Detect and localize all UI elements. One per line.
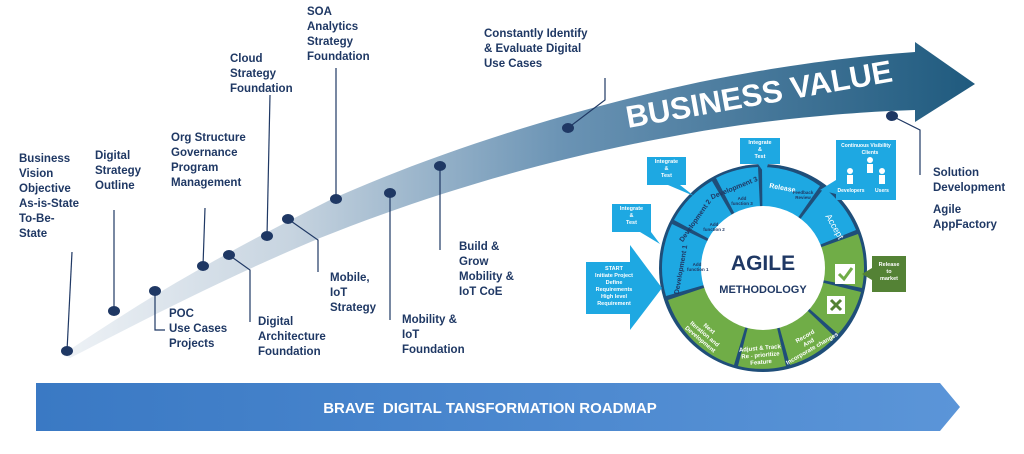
check-icon — [835, 264, 855, 284]
milestone-dot — [434, 161, 446, 171]
visibility-developers: Developers — [837, 188, 865, 194]
segment-adjust: Adjust & TrackRe - prioritizeFeature — [739, 344, 783, 368]
business-value-label: BUSINESS VALUE — [623, 54, 895, 135]
milestone-dot — [282, 214, 294, 224]
integrate-test-callout-3 — [740, 138, 780, 174]
milestone-dot — [330, 194, 342, 204]
visibility-callout — [820, 140, 896, 200]
visibility-clients: Clients — [861, 150, 879, 156]
milestone-dot — [197, 261, 209, 271]
roadmap-banner-label: BRAVE DIGITAL TANSFORMATION ROADMAP — [323, 400, 657, 417]
release-market-callout — [862, 256, 906, 292]
integrate-test-text-2: Integrate&Test — [654, 159, 679, 179]
business-value-arrow — [62, 42, 975, 358]
milestone-dot — [223, 250, 235, 260]
integrate-test-text-1: Integrate&Test — [619, 206, 644, 226]
milestone-dot — [149, 286, 161, 296]
agile-title: AGILE — [731, 252, 795, 275]
start-arrow — [586, 245, 662, 330]
milestone-dot — [61, 346, 73, 356]
integrate-test-callout-2 — [647, 157, 694, 196]
segment-release: Release — [769, 183, 796, 195]
visibility-users: Users — [875, 188, 889, 194]
integrate-test-callout-1 — [612, 204, 660, 244]
milestone-dot — [562, 123, 574, 133]
milestone-dot — [261, 231, 273, 241]
roadmap-banner — [36, 383, 960, 431]
milestone-dot — [384, 188, 396, 198]
milestone-dot — [108, 306, 120, 316]
milestone-dot — [886, 111, 898, 121]
agile-methodology-wheel: AGILE METHODOLOGY Development 1 Developm… — [659, 164, 867, 372]
agile-subtitle: METHODOLOGY — [719, 284, 807, 296]
integrate-test-text-3: Integrate&Test — [748, 140, 772, 160]
visibility-title: Continuous Visibility — [841, 143, 891, 149]
person-icon — [847, 157, 885, 184]
